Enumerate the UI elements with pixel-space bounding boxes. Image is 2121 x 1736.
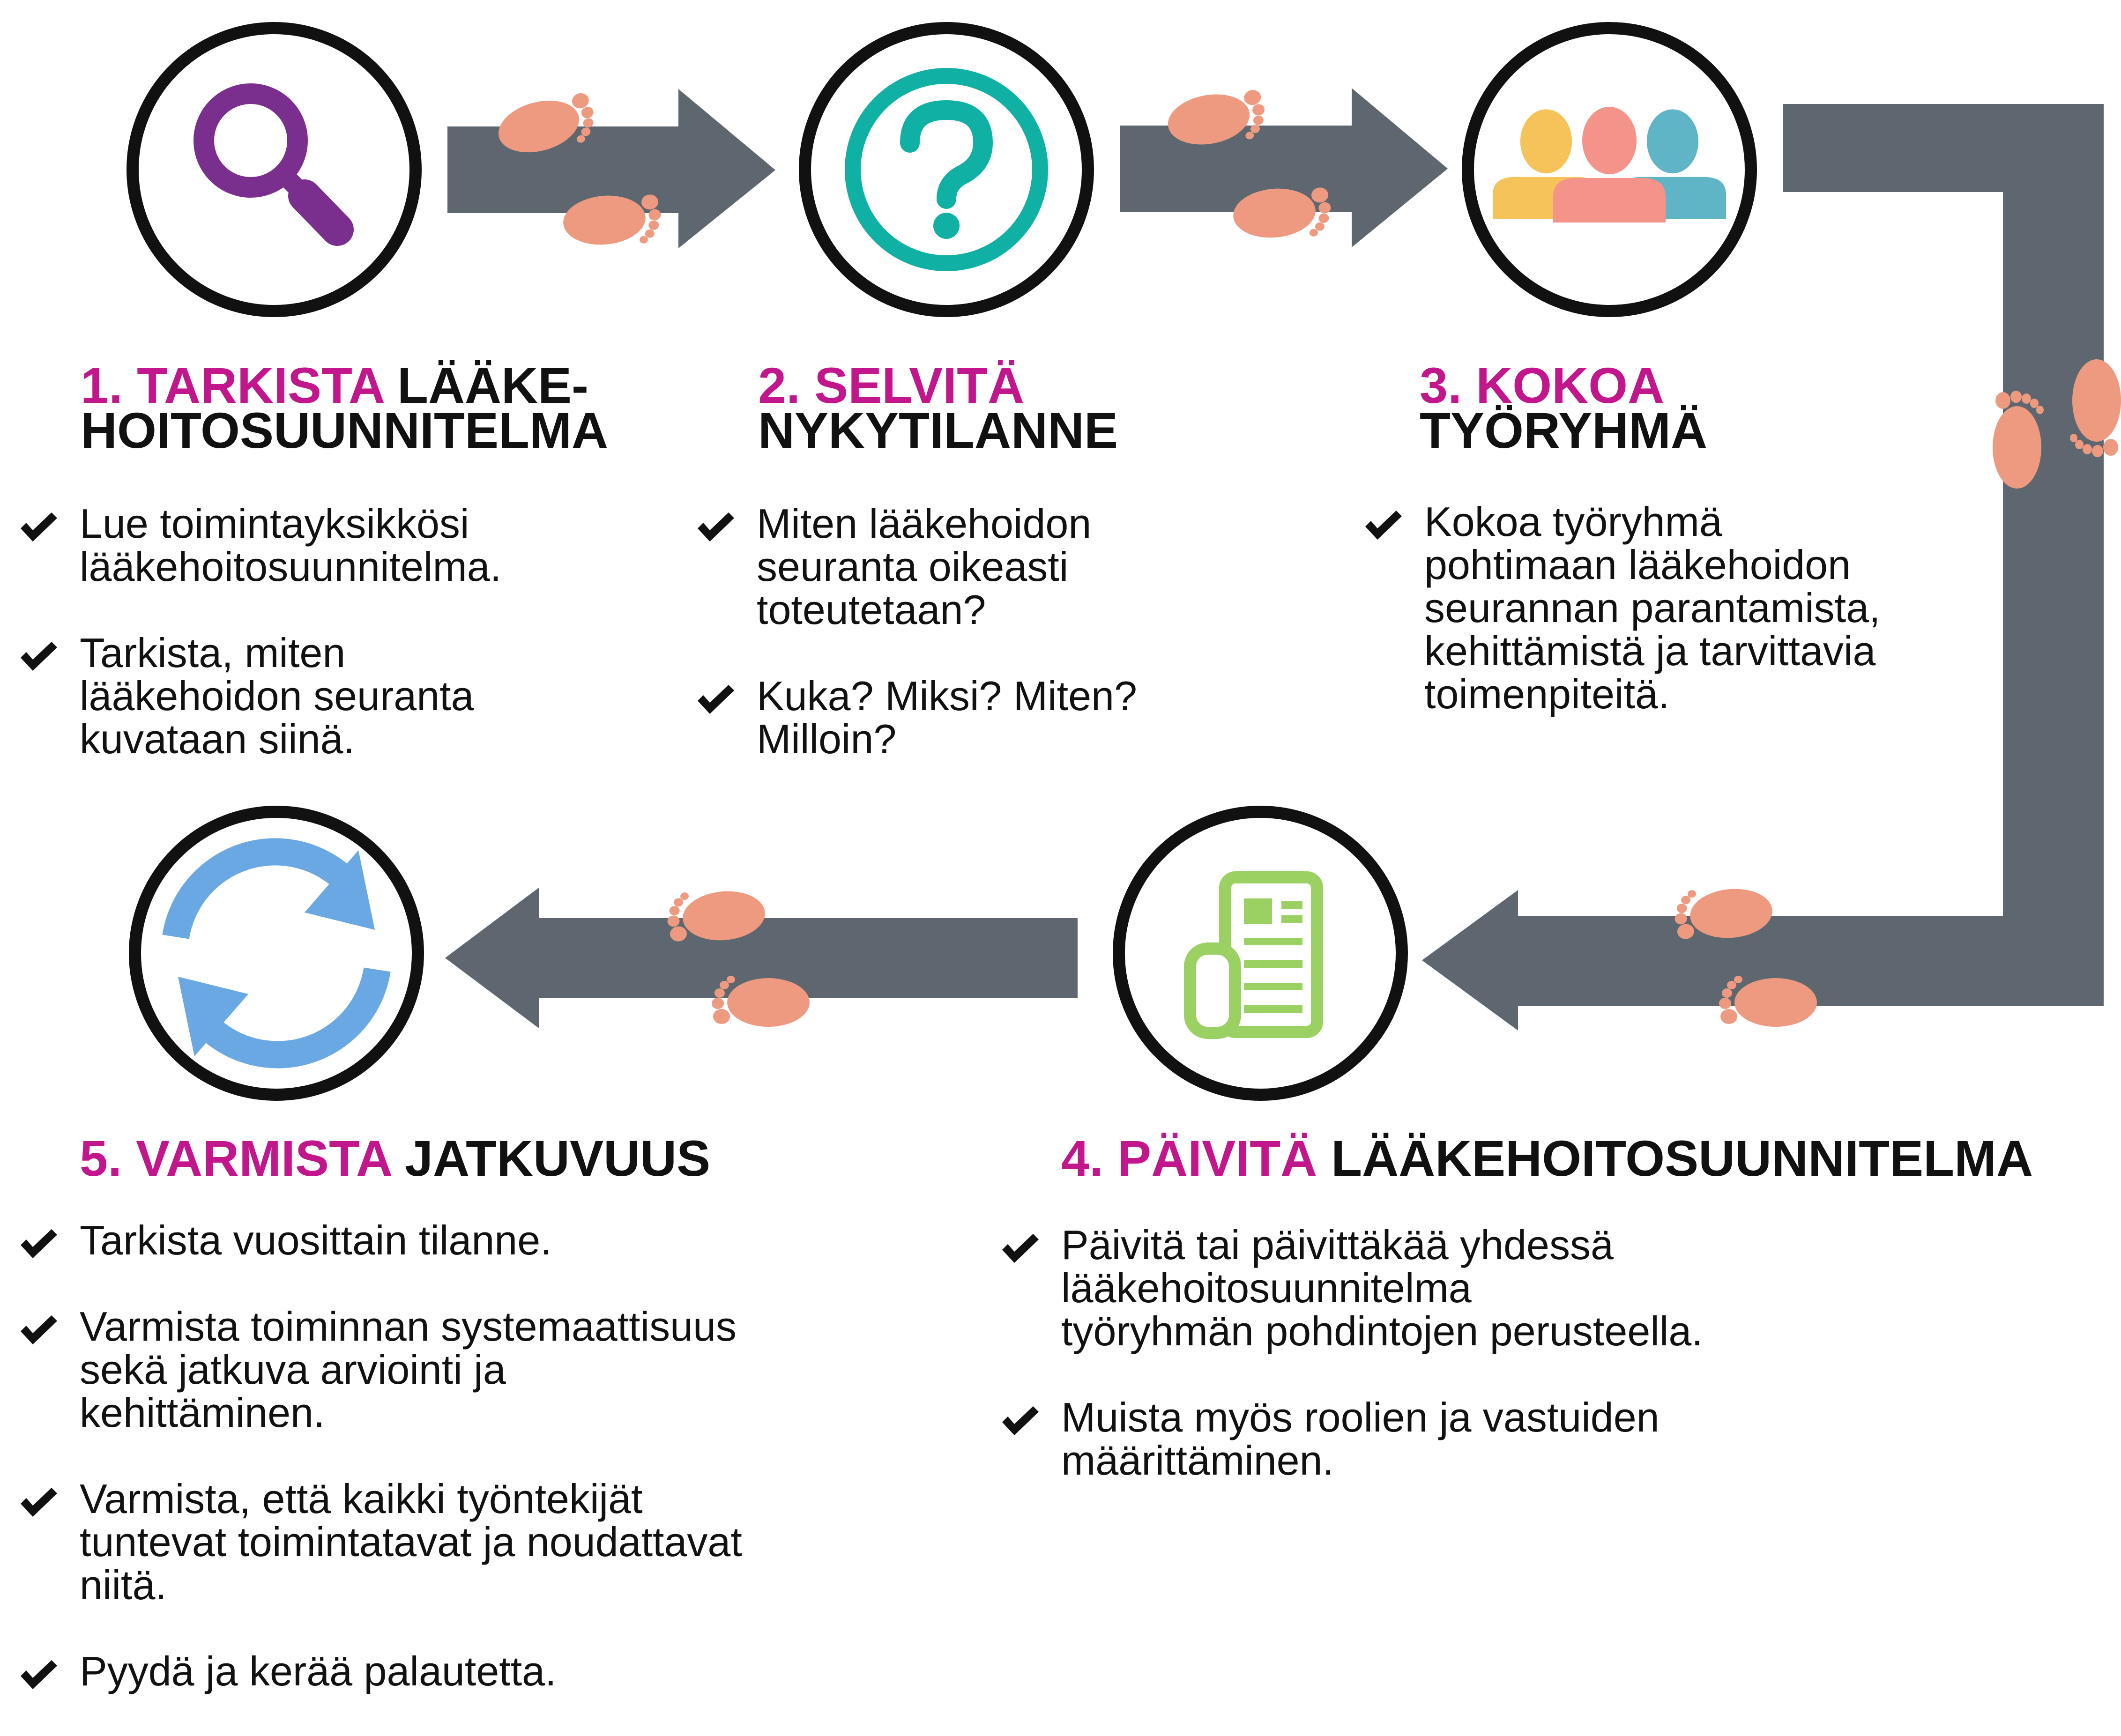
checklist-item-line: Milloin? xyxy=(757,716,897,762)
checklist-item-line: Kokoa työryhmä xyxy=(1424,498,1722,545)
checklist-item-line: Varmista toiminnan systemaattisuus xyxy=(80,1303,737,1350)
step4-title: 4. PÄIVITÄ LÄÄKEHOITOSUUNNITELMA xyxy=(1061,1133,2033,1184)
checkmark-icon xyxy=(21,512,57,542)
step1-title-line2: HOITOSUUNNITELMA xyxy=(81,402,608,459)
checklist-item-line: toimenpiteitä. xyxy=(1424,671,1670,717)
checkmark-icon xyxy=(1365,511,1402,540)
checkmark-icon xyxy=(21,1660,57,1689)
checklist-item-line: lääkehoitosuunnitelma. xyxy=(80,543,502,590)
checkmark-icon xyxy=(21,1488,57,1517)
step2-title-line2: NYKYTILANNE xyxy=(758,402,1118,459)
process-diagram: 1. TARKISTA LÄÄKE- HOITOSUUNNITELMA Lue … xyxy=(19,22,2121,1693)
checklist-item-line: lääkehoitosuunnitelma xyxy=(1061,1265,1472,1311)
step2-title-highlight: 2. SELVITÄ xyxy=(758,357,1025,414)
step1-title-rest: LÄÄKE- xyxy=(383,357,588,414)
step5-title-rest: JATKUVUUS xyxy=(391,1130,711,1187)
checklist-item: Tarkista vuosittain tilanne. xyxy=(19,1219,742,1262)
checklist-item-line: pohtimaan lääkehoidon xyxy=(1424,542,1851,588)
checklist-item: Pyydä ja kerää palautetta. xyxy=(19,1650,742,1693)
arrow-step4-to-step5 xyxy=(445,888,1078,1028)
checklist-item-line: Varmista, että kaikki työntekijät xyxy=(80,1476,643,1522)
checklist-item-line: kuvataan siinä. xyxy=(80,716,355,762)
checklist-item-line: Lue toimintayksikkösi xyxy=(80,500,469,547)
step5-title: 5. VARMISTA JATKUVUUS xyxy=(80,1133,710,1184)
checklist-item-line: kehittämistä ja tarvittavia xyxy=(1424,628,1876,674)
checklist-item-line: Muista myös roolien ja vastuiden xyxy=(1061,1394,1660,1440)
checklist-item-line: niitä. xyxy=(80,1562,167,1608)
checkmark-icon xyxy=(698,512,734,542)
checklist-item-line: määrittäminen. xyxy=(1061,1437,1334,1484)
diagram-graphics xyxy=(127,22,2121,1101)
checklist-item-line: Päivitä tai päivittäkää yhdessä xyxy=(1061,1222,1614,1268)
checkmark-icon xyxy=(1002,1234,1039,1263)
step4-title-highlight: 4. PÄIVITÄ xyxy=(1061,1130,1317,1187)
arrow-step3-to-step4-bend xyxy=(1422,104,2104,1031)
checklist-item-line: sekä jatkuva arviointi ja xyxy=(80,1346,506,1393)
step2-title: 2. SELVITÄ NYKYTILANNE xyxy=(758,357,1118,459)
checkmark-icon xyxy=(21,1315,57,1344)
checkmark-icon xyxy=(21,642,57,671)
step3-title-line2: TYÖRYHMÄ xyxy=(1420,402,1707,459)
step4-title-rest: LÄÄKEHOITOSUUNNITELMA xyxy=(1317,1130,2033,1187)
checklist-item-line: lääkehoidon seuranta xyxy=(80,673,474,719)
checklist-item-line: Kuka? Miksi? Miten? xyxy=(757,673,1137,719)
checklist-item-line: Miten lääkehoidon xyxy=(757,500,1092,547)
step5-title-highlight: 5. VARMISTA xyxy=(80,1130,391,1187)
document-icon xyxy=(1184,871,1323,1039)
checklist-item-line: työryhmän pohdintojen perusteella. xyxy=(1061,1308,1703,1354)
checklist-item-line: kehittäminen. xyxy=(80,1389,325,1436)
question-mark-icon xyxy=(845,68,1048,271)
step1-title-highlight: 1. TARKISTA xyxy=(81,357,383,414)
checklist-item-line: Pyydä ja kerää palautetta. xyxy=(80,1648,557,1694)
refresh-cycle-icon xyxy=(162,838,391,1068)
step3-title: 3. KOKOA TYÖRYHMÄ xyxy=(1420,357,1707,459)
checkmark-icon xyxy=(21,1229,57,1258)
checklist-item: Kuka? Miksi? Miten?Milloin? xyxy=(696,675,1137,761)
checklist-item-line: seurannan parantamista, xyxy=(1424,585,1881,631)
checkmark-icon xyxy=(698,685,734,714)
step3-title-highlight: 3. KOKOA xyxy=(1420,357,1665,414)
checklist-item-line: Tarkista, miten xyxy=(80,630,346,676)
checklist-item-line: toteutetaan? xyxy=(757,586,986,633)
checklist-item-line: tuntevat toimintatavat ja noudattavat xyxy=(80,1519,742,1565)
step5-checklist: Tarkista vuosittain tilanne. Varmista toi… xyxy=(19,1219,742,1736)
checkmark-icon xyxy=(1002,1406,1039,1435)
step1-title: 1. TARKISTA LÄÄKE- HOITOSUUNNITELMA xyxy=(81,360,608,459)
checklist-item-line: seuranta oikeasti xyxy=(757,543,1069,590)
checklist-item-line: Tarkista vuosittain tilanne. xyxy=(80,1217,552,1263)
magnifier-icon xyxy=(193,83,354,246)
